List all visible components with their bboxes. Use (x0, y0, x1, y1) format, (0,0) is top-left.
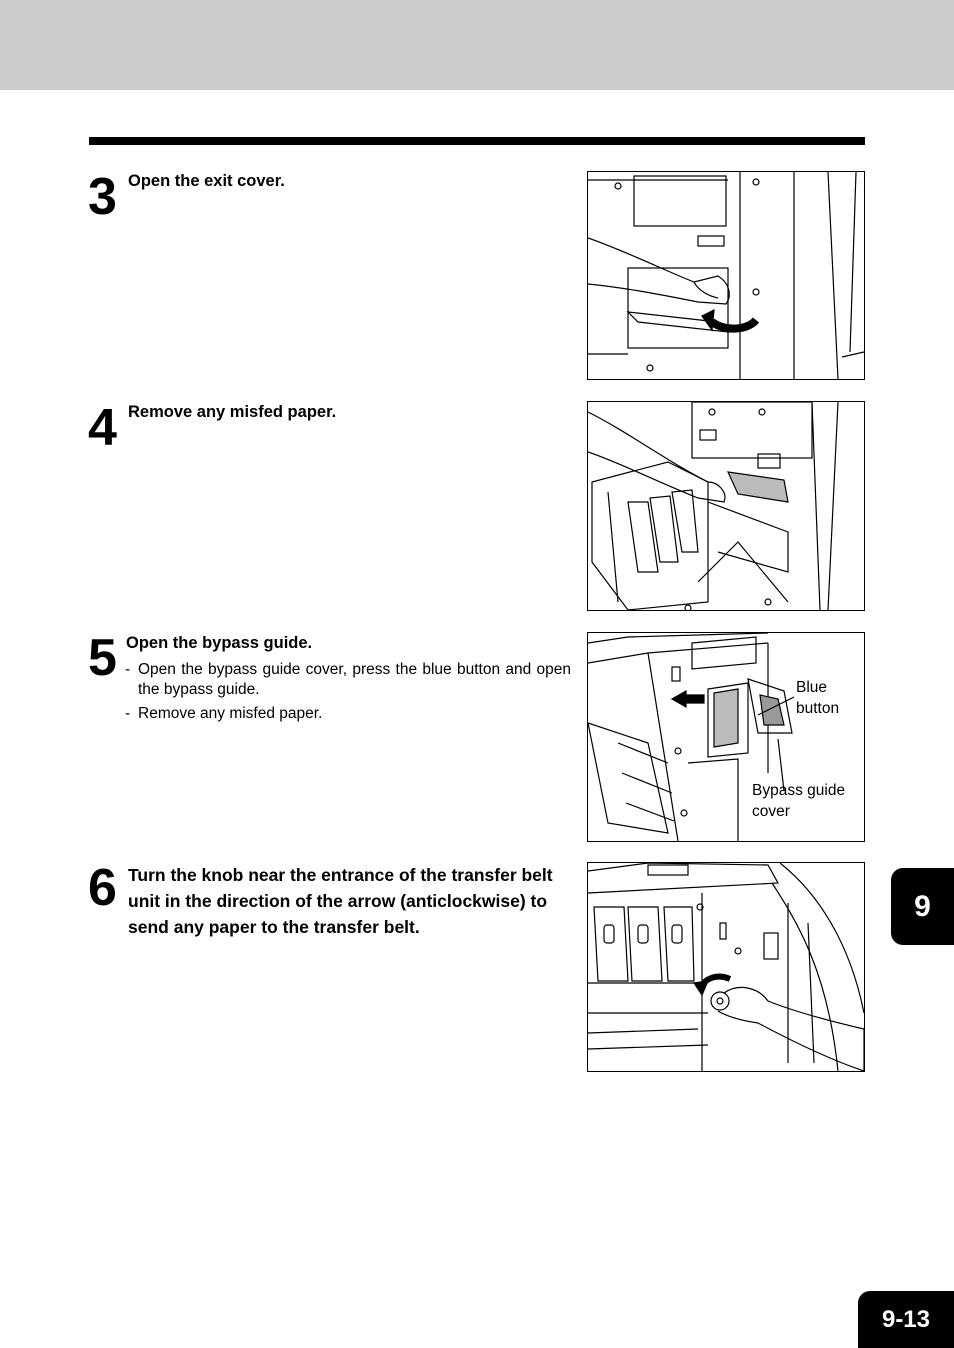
step-3-number: 3 (88, 168, 117, 226)
list-item: - Remove any misfed paper. (125, 705, 323, 722)
step-6-title: Turn the knob near the entrance of the t… (128, 865, 553, 937)
step-6-number: 6 (88, 859, 117, 917)
step-5-number: 5 (88, 629, 117, 687)
list-item: - Open the bypass guide cover, press the… (125, 661, 571, 698)
step-4-number: 4 (88, 399, 117, 457)
transfer-belt-knob-illustration (587, 862, 865, 1072)
page-number: 9-13 (858, 1291, 954, 1348)
step-5-instructions: - Open the bypass guide cover, press the… (125, 660, 571, 724)
step-5-title: Open the bypass guide. (126, 634, 313, 652)
step-4-title: Remove any misfed paper. (128, 403, 337, 421)
misfed-paper-illustration (587, 401, 865, 611)
exit-cover-illustration (587, 171, 865, 380)
step-3-title: Open the exit cover. (128, 172, 285, 190)
chapter-tab: 9 (891, 868, 954, 945)
bypass-guide-illustration: Blue button Bypass guide cover (587, 632, 865, 842)
header-band (0, 0, 954, 90)
blue-button-callout: Blue button (796, 679, 840, 717)
section-rule (89, 137, 865, 145)
bypass-guide-cover-callout: Bypass guide cover (752, 782, 846, 820)
